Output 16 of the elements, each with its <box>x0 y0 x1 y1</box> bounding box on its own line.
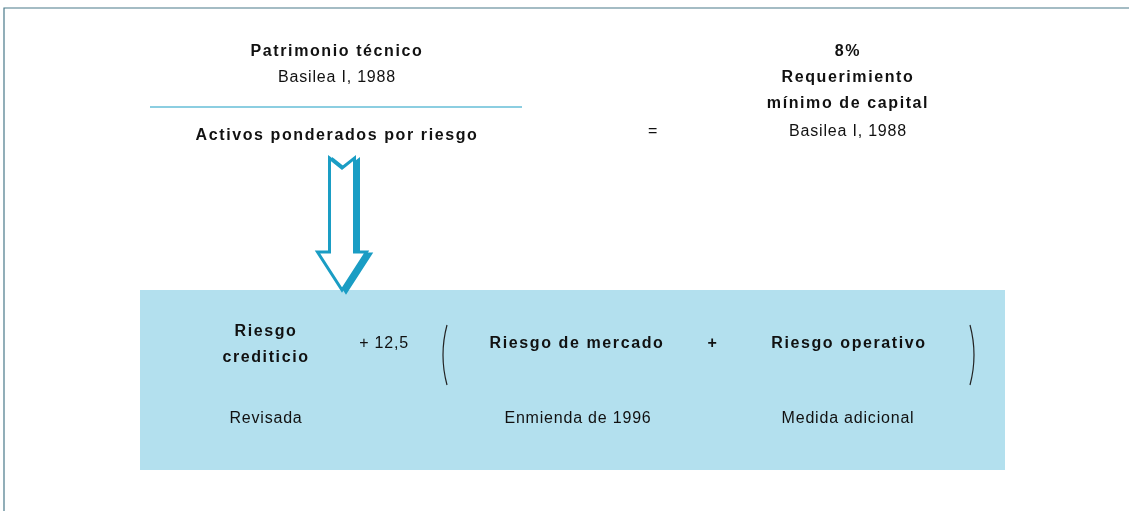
ratio-value: 8% <box>834 41 862 61</box>
operational-risk-term: Riesgo operativo <box>771 333 927 353</box>
credit-risk-term: Riesgo crediticio <box>221 321 311 367</box>
requirement-heading: Requerimiento mínimo de capital <box>765 67 931 113</box>
numerator-note: Basilea I, 1988 <box>278 67 396 87</box>
market-risk-note: Enmienda de 1996 <box>504 408 652 428</box>
formula-band <box>140 290 1005 470</box>
equals-sign: = <box>647 121 659 141</box>
plus-sign: + <box>707 333 719 353</box>
requirement-note: Basilea I, 1988 <box>789 121 907 141</box>
market-risk-term: Riesgo de mercado <box>489 333 665 353</box>
multiplier-text: + 12,5 <box>359 333 409 353</box>
operational-risk-note: Medida adicional <box>781 408 915 428</box>
credit-risk-note: Revisada <box>229 408 303 428</box>
denominator-text: Activos ponderados por riesgo <box>195 122 479 148</box>
numerator-heading: Patrimonio técnico <box>250 41 424 61</box>
